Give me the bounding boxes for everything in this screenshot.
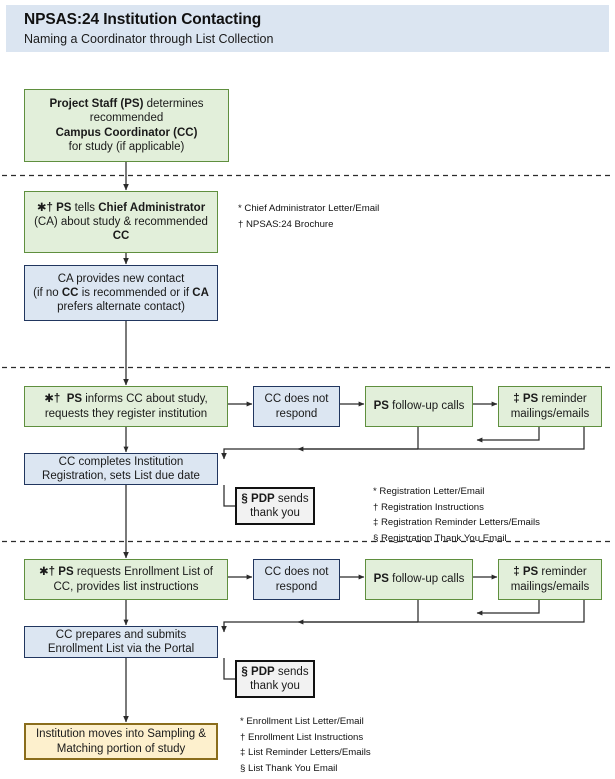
note-item: † NPSAS:24 Brochure (238, 218, 334, 230)
note-item: * Chief Administrator Letter/Email (238, 203, 380, 214)
node-line: Project Staff (PS) determines (49, 98, 204, 111)
node-line: Registration, sets List due date (42, 470, 200, 482)
footnote-marks: ‡ (513, 393, 520, 406)
node-line: CC completes Institution (58, 455, 184, 468)
footnote-marks: § (241, 665, 248, 678)
node-line: respond (275, 580, 318, 593)
node-line: CA provides new contact (57, 272, 185, 285)
loopback-row1-to-registration (221, 448, 418, 460)
node-line: thank you (250, 680, 300, 692)
node-line: recommended (89, 112, 164, 125)
node-line: Institution moves into Sampling & (35, 728, 207, 741)
node-cc-completes-registration[interactable]: CC completes Institution Registration, s… (24, 453, 218, 485)
note-item: † Registration Instructions (373, 501, 484, 513)
node-cc-does-not-respond-2[interactable]: CC does not respond (253, 559, 340, 600)
node-line: PS follow-up calls (373, 400, 465, 413)
node-line: CC does not (264, 566, 329, 579)
node-ps-informs-cc[interactable]: ✱† PS informs CC about study, requests t… (24, 386, 228, 427)
notes-enrollment-list: * Enrollment List Letter/Email † Enrollm… (240, 714, 371, 776)
note-item: ‡ Registration Reminder Letters/Emails (373, 517, 540, 529)
loopback-reminder-to-ccnorespond-1 (297, 427, 585, 452)
node-ca-provides-new-contact[interactable]: CA provides new contact (if no CC is rec… (24, 265, 218, 321)
node-ps-reminder-mailings-1[interactable]: ‡ PS reminder mailings/emails (498, 386, 602, 427)
node-line: thank you (250, 507, 300, 519)
notes-contacting: * Chief Administrator Letter/Email † NPS… (238, 201, 379, 232)
node-line: prefers alternate contact) (57, 301, 185, 313)
note-item: § List Thank You Email (240, 762, 338, 774)
footnote-marks: ✱† (44, 393, 61, 406)
node-line: § PDP sends (241, 665, 309, 678)
footnote-marks: ✱† (39, 566, 56, 579)
node-line: ✱† PS informs CC about study, (44, 393, 208, 406)
node-line: for study (if applicable) (68, 140, 185, 153)
note-item: † Enrollment List Instructions (240, 731, 364, 743)
node-institution-moves-into-sampling[interactable]: Institution moves into Sampling & Matchi… (24, 723, 218, 760)
node-line: ✱† PS tells Chief Administrator (36, 201, 206, 214)
page-subtitle: Naming a Coordinator through List Collec… (24, 32, 274, 46)
node-line: § PDP sends (241, 492, 309, 505)
node-line: Matching portion of study (56, 742, 186, 755)
footnote-marks: § (241, 492, 248, 505)
notes-registration: * Registration Letter/Email † Registrati… (373, 484, 540, 546)
loopback-row2-to-list (221, 621, 418, 633)
node-line: respond (275, 407, 318, 420)
note-item: * Registration Letter/Email (373, 486, 485, 497)
node-ps-reminder-mailings-2[interactable]: ‡ PS reminder mailings/emails (498, 559, 602, 600)
footnote-marks: ✱† (36, 201, 53, 214)
node-line: CC (112, 230, 130, 242)
node-line: CC, provides list instructions (53, 580, 199, 593)
note-item: § Registration Thank You Email (373, 532, 507, 544)
loopback-reminder-to-followup-2 (476, 600, 540, 616)
node-ps-follow-up-calls-1[interactable]: PS follow-up calls (365, 386, 473, 427)
node-cc-does-not-respond-1[interactable]: CC does not respond (253, 386, 340, 427)
node-line: Enrollment List via the Portal (47, 643, 195, 655)
node-line: CC prepares and submits (55, 628, 187, 641)
node-ps-tells-chief-administrator[interactable]: ✱† PS tells Chief Administrator (CA) abo… (24, 191, 218, 253)
node-line: (CA) about study & recommended (34, 215, 208, 228)
node-cc-submits-enrollment-list[interactable]: CC prepares and submits Enrollment List … (24, 626, 218, 658)
node-line: requests they register institution (44, 407, 208, 420)
node-line: PS follow-up calls (373, 573, 465, 586)
node-line: mailings/emails (510, 407, 590, 420)
node-line: ‡ PS reminder (513, 566, 587, 579)
node-pdp-sends-thank-you-2[interactable]: § PDP sends thank you (235, 660, 315, 698)
note-item: ‡ List Reminder Letters/Emails (240, 747, 371, 759)
node-line: ✱† PS requests Enrollment List of (39, 566, 213, 579)
node-line: ‡ PS reminder (513, 393, 587, 406)
note-item: * Enrollment List Letter/Email (240, 716, 364, 727)
node-ps-follow-up-calls-2[interactable]: PS follow-up calls (365, 559, 473, 600)
node-line: CC does not (264, 393, 329, 406)
node-line: (if no CC is recommended or if CA (33, 286, 209, 299)
node-pdp-sends-thank-you-1[interactable]: § PDP sends thank you (235, 487, 315, 525)
node-ps-requests-enrollment-list[interactable]: ✱† PS requests Enrollment List of CC, pr… (24, 559, 228, 600)
node-project-staff-determines[interactable]: Project Staff (PS) determines recommende… (24, 89, 229, 162)
loopback-reminder-to-ccnorespond-2 (297, 600, 585, 625)
footnote-marks: ‡ (513, 566, 520, 579)
node-line: mailings/emails (510, 580, 590, 593)
page-title: NPSAS:24 Institution Contacting (24, 11, 262, 28)
loopback-reminder-to-followup-1 (476, 427, 540, 443)
page-header: NPSAS:24 Institution Contacting Naming a… (6, 5, 609, 52)
node-line: Campus Coordinator (CC) (55, 126, 198, 139)
